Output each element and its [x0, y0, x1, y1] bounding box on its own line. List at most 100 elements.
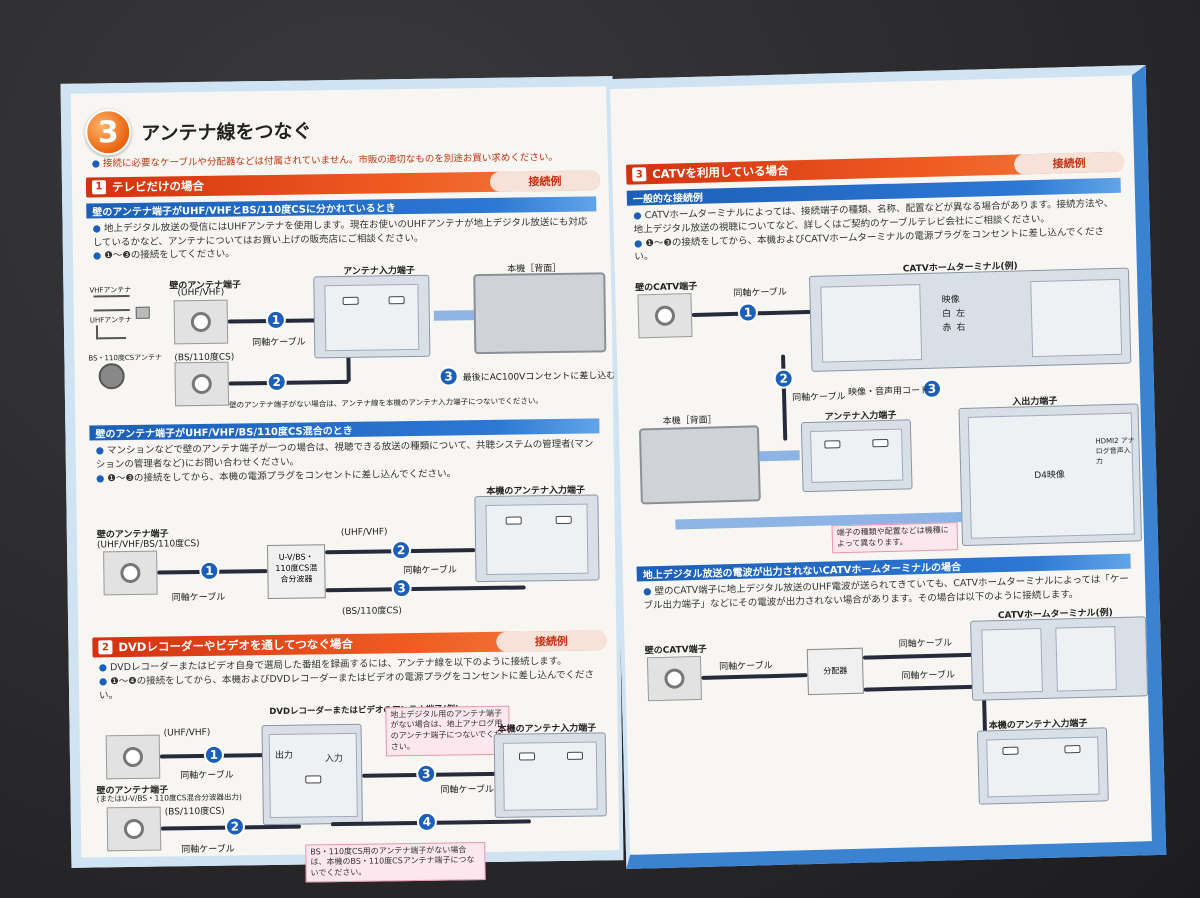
arrow-icon — [433, 310, 474, 321]
section-note-text: 接続に必要なケーブルや分配器などは付属されていません。市販の適切なものを別途お買… — [102, 151, 558, 170]
diagram-2: (UHF/VHF) 1 同軸ケーブル 壁のアンテナ端子 (またはU-V/BS・1… — [93, 700, 607, 883]
connector-icon — [342, 296, 359, 306]
coax-label-3: 同軸ケーブル — [901, 669, 956, 682]
main-input-panel — [474, 494, 600, 583]
dvd-terminal-panel: 出力 入力 — [261, 723, 363, 825]
cable-1 — [701, 672, 808, 680]
section-header: 3 アンテナ線をつなぐ — [84, 102, 610, 156]
step-1-icon: 1 — [737, 302, 759, 323]
catv-terminal-panel — [970, 615, 1149, 701]
sub-header-2: 2 DVDレコーダーやビデオを通してつなぐ場合 接続例 — [92, 630, 607, 658]
bullet-icon: ● — [633, 237, 643, 250]
hdmi-label: HDMI2 アナログ音声入力 — [1095, 436, 1135, 466]
wall-catv-label: 壁のCATV端子 — [644, 644, 707, 656]
dish-antenna-icon — [98, 363, 125, 390]
bs-antenna-label: BS・110度CSアンテナ — [88, 353, 162, 363]
wall-sub-label: (UHF/VHF/BS/110度CS) — [96, 539, 200, 551]
case-a-notes: ● 地上デジタル放送の受信にはUHFアンテナを使用します。現在お使いのUHFアン… — [92, 215, 597, 263]
case-b-header: 壁のアンテナ端子がUHF/VHF/BS/110度CS混合のとき — [89, 418, 600, 441]
bullet-icon: ● — [98, 662, 108, 674]
example-badge: 接続例 — [1013, 151, 1125, 175]
bullet-icon: ● — [633, 210, 642, 222]
vhf-antenna-icon — [93, 295, 130, 312]
step-3-icon: 3 — [391, 578, 412, 599]
note-text: ❶〜❹の接続をしてから、本機およびDVDレコーダーまたはビデオの電源プラグをコン… — [99, 669, 595, 702]
step-1-icon: 1 — [199, 561, 220, 582]
cable-2 — [862, 652, 973, 660]
uhf-antenna-label: UHFアンテナ — [89, 315, 133, 325]
uhf-vhf-label: (UHF/VHF) — [163, 727, 211, 739]
left-page: 3 アンテナ線をつなぐ ● 接続に必要なケーブルや分配器などは付属されていません… — [60, 76, 624, 883]
tv-rear-image — [473, 272, 607, 355]
step-3-label: 最後にAC100Vコンセントに差し込む — [462, 371, 616, 384]
coax-label: 同軸ケーブル — [719, 660, 773, 673]
step-2-icon: 2 — [773, 368, 794, 389]
sub-header-1: 1 テレビだけの場合 接続例 — [85, 170, 601, 198]
cable-2 — [781, 354, 788, 441]
sub-title: DVDレコーダーやビデオを通してつなぐ場合 — [118, 637, 353, 655]
sub-number: 3 — [632, 167, 647, 182]
connector-icon — [1002, 746, 1019, 755]
diagram-3a: 壁のCATV端子 1 同軸ケーブル CATVホームターミナル(例) 映像 白 左… — [629, 256, 1143, 559]
connector-icon — [872, 438, 889, 448]
case-b-notes: ● マンションなどで壁のアンテナ端子が一つの場合は、視聴できる放送の種類について… — [96, 437, 601, 485]
connector-icon — [1064, 744, 1081, 754]
coax-label: 同軸ケーブル — [733, 287, 788, 299]
bs-footnote: BS・110度CS用のアンテナ端子がない場合は、本機のBS・110度CSアンテナ… — [305, 841, 486, 883]
terminal-note: 端子の種類や配置などは機種によって異なります。 — [831, 522, 959, 554]
jack-label-white: 白 — [941, 309, 952, 320]
step-3-icon: 3 — [416, 763, 437, 784]
diagram-3b: 壁のCATV端子 同軸ケーブル 分配器 同軸ケーブル 同軸ケーブル CATVホー… — [638, 604, 1149, 817]
jack-label-red: 赤 — [942, 323, 952, 334]
arrow-icon — [759, 450, 800, 462]
coax-label: 同軸ケーブル — [171, 593, 226, 604]
catv-terminal-panel — [808, 267, 1132, 372]
connector-icon — [388, 296, 405, 305]
connector-icon — [555, 516, 572, 525]
step-2-icon: 2 — [224, 816, 246, 837]
cable-2 — [228, 379, 349, 386]
bullet-icon: ● — [643, 586, 652, 598]
diagram-1a: VHFアンテナ UHFアンテナ BS・110度CSアンテナ 壁のアンテナ端子 (… — [87, 260, 615, 419]
wall-catv-jack — [646, 655, 703, 701]
main-input-panel — [493, 732, 607, 818]
main-input-panel — [976, 726, 1109, 805]
coax-label: 同軸ケーブル — [252, 337, 306, 349]
vhf-antenna-label: VHFアンテナ — [89, 285, 132, 295]
step-1-icon: 1 — [265, 309, 287, 331]
step-2-icon: 2 — [390, 540, 412, 561]
in-label: 入力 — [324, 753, 344, 764]
connector-icon — [505, 516, 522, 526]
step-4-icon: 4 — [416, 811, 438, 832]
splitter-box: U-V/BS・110度CS混合分波器 — [267, 544, 326, 600]
connector-icon — [518, 751, 536, 761]
wall-jack-uhf — [105, 734, 161, 779]
sub2-notes: ● DVDレコーダーまたはビデオ自身で選局した番組を録画するには、アンテナ線を以… — [99, 655, 604, 703]
bullet-icon: ● — [92, 223, 101, 235]
bs-cs-label: (BS/110度CS) — [341, 606, 402, 618]
connector-icon — [305, 774, 322, 784]
example-badge: 接続例 — [489, 170, 601, 192]
antenna-input-panel — [800, 419, 913, 493]
wall-jack — [103, 550, 158, 596]
uhf-antenna-icon — [95, 325, 127, 340]
sub-title: テレビだけの場合 — [111, 178, 205, 194]
coax-label-2: 同軸ケーブル — [403, 565, 457, 577]
antenna-input-panel — [313, 274, 431, 359]
wall-sub-label: (またはU-V/BS・110度CS混合分波器出力) — [96, 792, 242, 804]
connector-icon — [824, 440, 841, 449]
step-3-icon: 3 — [438, 366, 459, 387]
bullet-icon: ● — [91, 158, 101, 170]
splitter-box: 分配器 — [806, 647, 864, 695]
case-a-header: 壁のアンテナ端子がUHF/VHFとBS/110度CSに分かれているとき — [86, 196, 597, 219]
section-title: アンテナ線をつなぐ — [141, 119, 312, 145]
jack-label-left: 左 — [955, 308, 966, 320]
bullet-icon: ● — [92, 250, 102, 262]
d4-label: D4映像 — [1034, 470, 1066, 482]
wall-catv-jack — [637, 293, 693, 339]
main-rear-label: 本機［背面］ — [662, 415, 717, 427]
uhf-vhf-label: (UHF/VHF) — [340, 527, 388, 539]
av-cord-label: 映像・音声用コード — [847, 385, 930, 399]
dvd-note: 地上デジタル用のアンテナ端子がない場合は、地上アナログ用のアンテナ端子につないで… — [385, 705, 510, 757]
bullet-icon: ● — [95, 445, 105, 457]
